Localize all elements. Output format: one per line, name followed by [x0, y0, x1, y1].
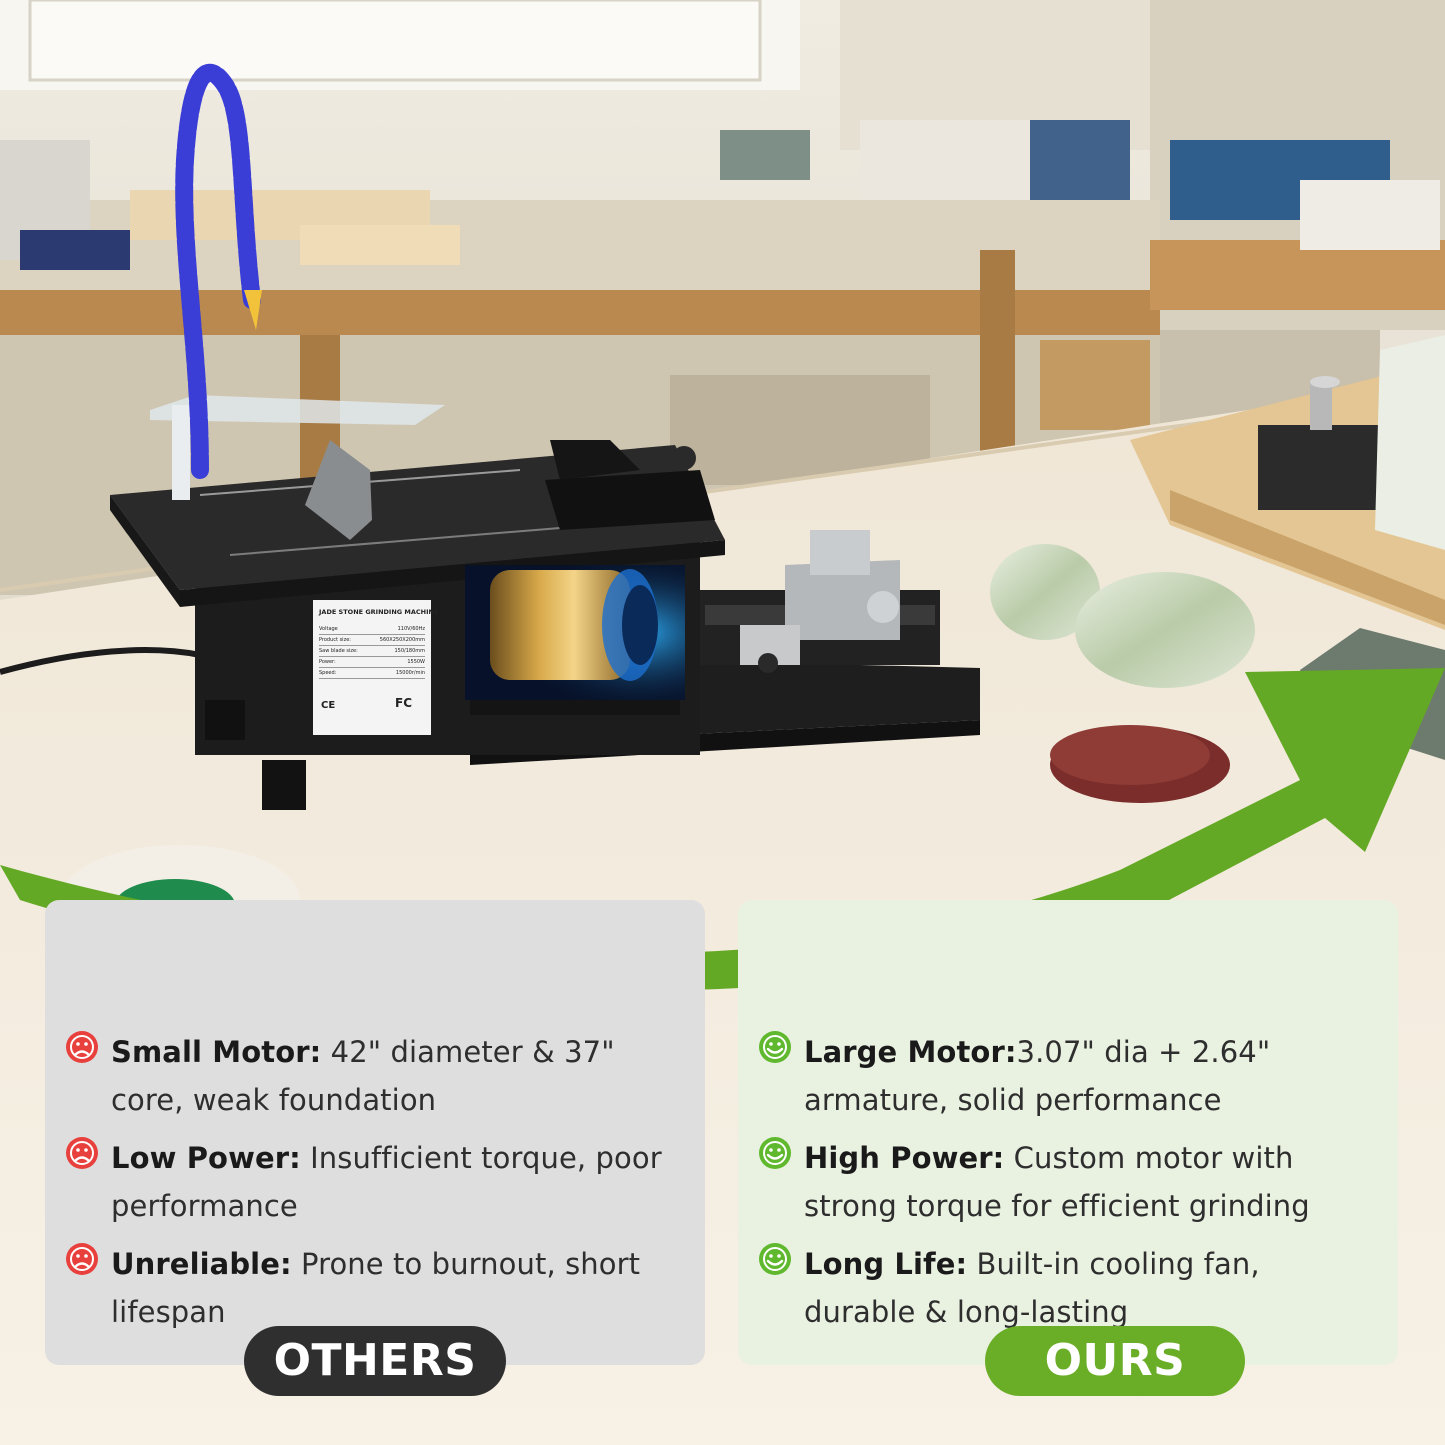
spec-value: 150/180mm: [394, 648, 425, 654]
ours-feature-item: High Power: Custom motor with strong tor…: [758, 1134, 1378, 1230]
happy-face-icon: [758, 1030, 792, 1064]
others-feature-item: Low Power: Insufficient torque, poor per…: [65, 1134, 685, 1230]
others-feature-description: 42" diameter & 37" core, weak foundation: [111, 1035, 615, 1117]
spec-row: Product size: 560X250X200mm: [319, 635, 425, 646]
others-feature-item: Small Motor: 42" diameter & 37" core, we…: [65, 1028, 685, 1124]
others-feature-list: Small Motor: 42" diameter & 37" core, we…: [65, 1028, 685, 1346]
happy-face-icon: [758, 1136, 792, 1170]
others-feature-text: Small Motor: 42" diameter & 37" core, we…: [111, 1028, 685, 1124]
spec-value: 110V/60Hz: [397, 626, 425, 632]
others-feature-title: Low Power:: [111, 1141, 301, 1175]
ours-panel: Large Motor:3.07" dia + 2.64" armature, …: [738, 900, 1398, 1365]
others-feature-description: Prone to burnout, short lifespan: [111, 1247, 641, 1329]
others-feature-title: Small Motor:: [111, 1035, 322, 1069]
ours-feature-title: Large Motor:: [804, 1035, 1017, 1069]
ce-mark: CE: [321, 700, 336, 711]
spec-key: Speed:: [319, 670, 337, 676]
spec-row: Power: 1550W: [319, 657, 425, 668]
ours-feature-description: 3.07" dia + 2.64" armature, solid perfor…: [804, 1035, 1271, 1117]
spec-label-title: JADE STONE GRINDING MACHINE: [319, 608, 439, 616]
ours-feature-item: Large Motor:3.07" dia + 2.64" armature, …: [758, 1028, 1378, 1124]
others-badge: OTHERS: [244, 1326, 506, 1396]
others-feature-title: Unreliable:: [111, 1247, 292, 1281]
spec-key: Power:: [319, 659, 336, 665]
sad-face-icon: [65, 1030, 99, 1064]
spec-key: Saw blade size:: [319, 648, 358, 654]
others-feature-text: Low Power: Insufficient torque, poor per…: [111, 1134, 685, 1230]
spec-row: Saw blade size: 150/180mm: [319, 646, 425, 657]
ours-feature-title: Long Life:: [804, 1247, 968, 1281]
others-feature-text: Unreliable: Prone to burnout, short life…: [111, 1240, 685, 1336]
ours-feature-description: Custom motor with strong torque for effi…: [804, 1141, 1310, 1223]
spec-label: JADE STONE GRINDING MACHINE Voltage 110V/…: [313, 600, 438, 735]
ours-feature-list: Large Motor:3.07" dia + 2.64" armature, …: [758, 1028, 1378, 1346]
happy-face-icon: [758, 1242, 792, 1276]
fc-mark: FC: [395, 696, 413, 710]
sad-face-icon: [65, 1136, 99, 1170]
spec-row: Voltage 110V/60Hz: [319, 624, 425, 635]
sad-face-icon: [65, 1242, 99, 1276]
ours-badge: OURS: [985, 1326, 1245, 1396]
ours-feature-title: High Power:: [804, 1141, 1005, 1175]
spec-value: 1550W: [407, 659, 425, 665]
spec-key: Voltage: [319, 626, 338, 632]
spec-value: 15000r/min: [395, 670, 425, 676]
others-feature-description: Insufficient torque, poor performance: [111, 1141, 662, 1223]
spec-key: Product size:: [319, 637, 351, 643]
ours-feature-description: Built-in cooling fan, durable & long-las…: [804, 1247, 1260, 1329]
ours-feature-item: Long Life: Built-in cooling fan, durable…: [758, 1240, 1378, 1336]
spec-row: Speed: 15000r/min: [319, 668, 425, 679]
ours-feature-text: Long Life: Built-in cooling fan, durable…: [804, 1240, 1378, 1336]
others-feature-item: Unreliable: Prone to burnout, short life…: [65, 1240, 685, 1336]
ours-feature-text: Large Motor:3.07" dia + 2.64" armature, …: [804, 1028, 1378, 1124]
others-panel: Small Motor: 42" diameter & 37" core, we…: [45, 900, 705, 1365]
ours-feature-text: High Power: Custom motor with strong tor…: [804, 1134, 1378, 1230]
spec-value: 560X250X200mm: [379, 637, 425, 643]
